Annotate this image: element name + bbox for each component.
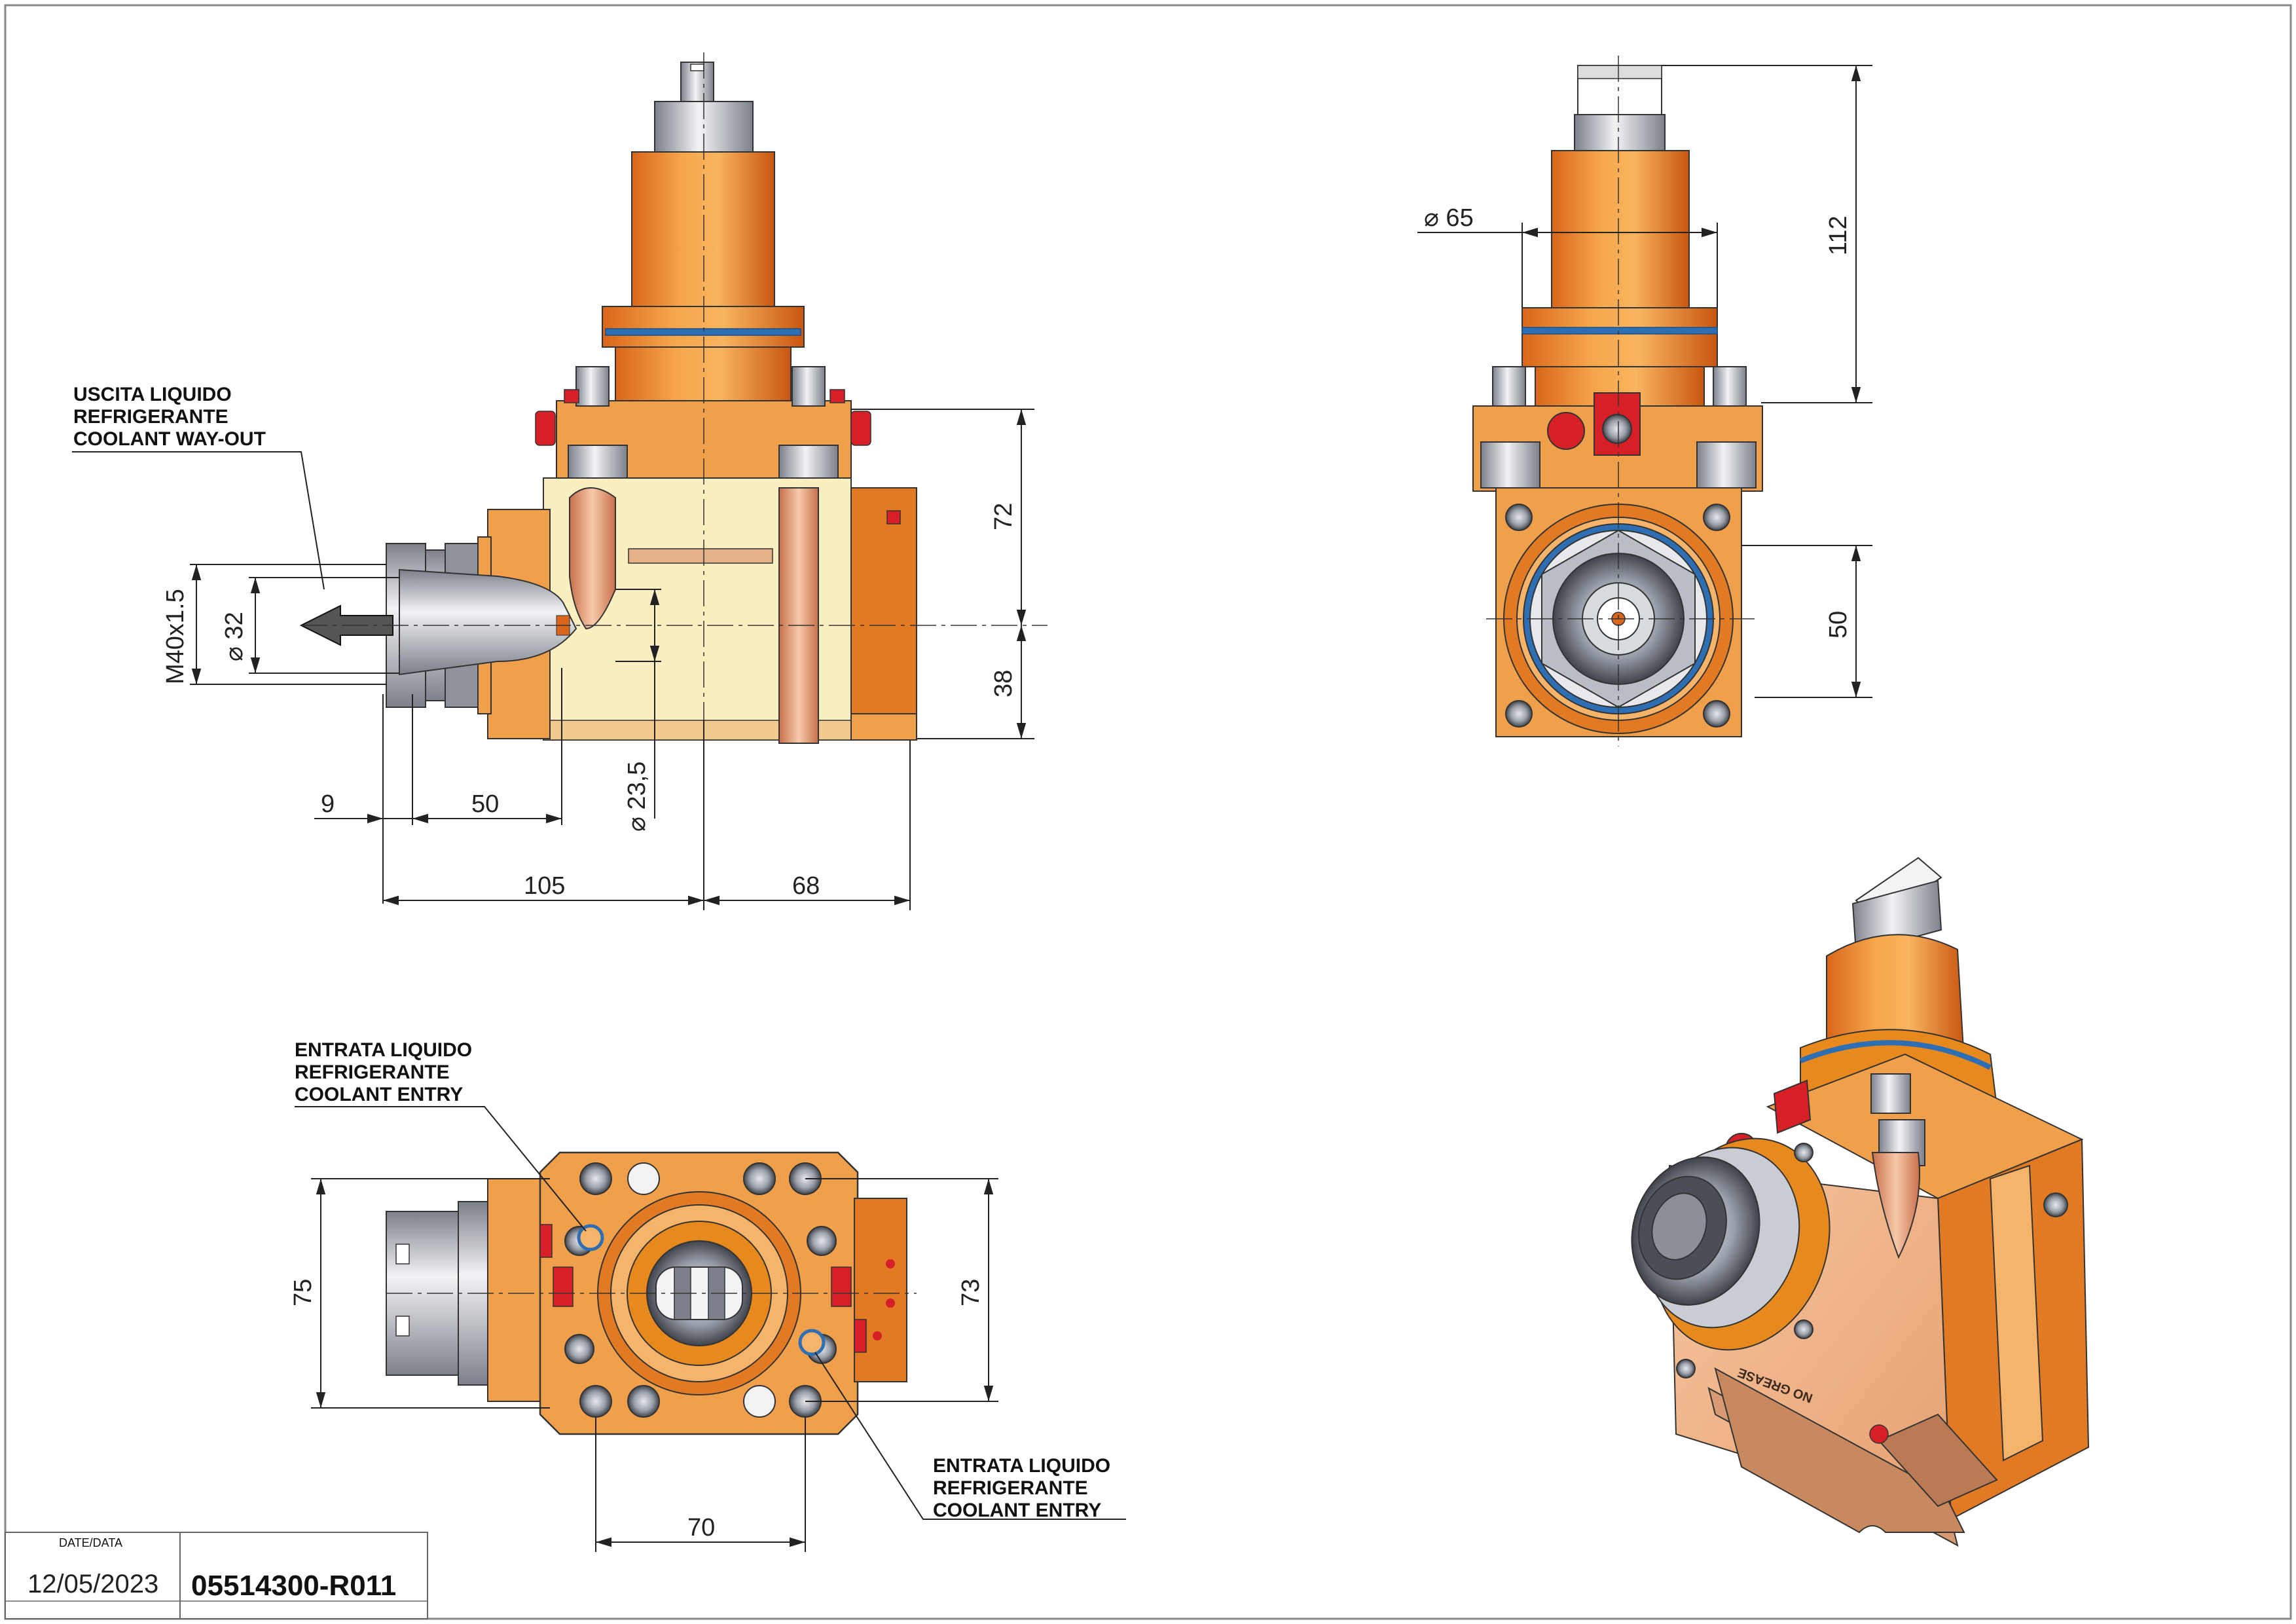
svg-text:REFRIGERANTE: REFRIGERANTE bbox=[933, 1477, 1088, 1499]
front-coolant-nozzle bbox=[569, 487, 616, 630]
note-coolant-entry-top: ENTRATA LIQUIDO REFRIGERANTE COOLANT ENT… bbox=[295, 1039, 472, 1105]
dim-thread: M40x1.5 bbox=[162, 589, 189, 684]
note-coolant-entry-bottom: ENTRATA LIQUIDO REFRIGERANTE COOLANT ENT… bbox=[933, 1455, 1110, 1521]
dim-105: 105 bbox=[524, 872, 565, 900]
svg-text:COOLANT WAY-OUT: COOLANT WAY-OUT bbox=[73, 428, 266, 450]
svg-text:ENTRATA LIQUIDO: ENTRATA LIQUIDO bbox=[933, 1455, 1110, 1477]
svg-text:COOLANT ENTRY: COOLANT ENTRY bbox=[933, 1500, 1101, 1521]
dim-dia65: ⌀ 65 bbox=[1424, 204, 1474, 232]
side-shaft-collar bbox=[1574, 114, 1666, 155]
front-red-plug-left bbox=[535, 411, 556, 446]
front-flange-lower bbox=[615, 346, 792, 405]
dim-dia235: ⌀ 23,5 bbox=[623, 762, 651, 832]
top-coolant-port-1 bbox=[577, 1224, 604, 1251]
top-bolts bbox=[564, 1162, 837, 1418]
side-flange bbox=[1522, 307, 1718, 367]
title-drawing-code: 05514300-R011 bbox=[191, 1570, 396, 1602]
dim-112: 112 bbox=[1825, 215, 1852, 255]
svg-text:USCITA LIQUIDO: USCITA LIQUIDO bbox=[73, 384, 232, 405]
front-collet bbox=[399, 568, 577, 676]
title-date: 12/05/2023 bbox=[27, 1570, 158, 1598]
dim-72: 72 bbox=[990, 503, 1017, 530]
dim-38: 38 bbox=[990, 670, 1017, 697]
title-block bbox=[5, 1532, 428, 1619]
front-view-dimensions bbox=[72, 409, 1034, 910]
front-coolant-tube bbox=[778, 487, 819, 744]
front-flange bbox=[602, 306, 805, 348]
dim-dia32: ⌀ 32 bbox=[221, 612, 248, 661]
dim-68: 68 bbox=[792, 872, 820, 900]
top-red-plug-1 bbox=[539, 1224, 553, 1258]
note-coolant-out: USCITA LIQUIDO REFRIGERANTE COOLANT WAY-… bbox=[73, 384, 266, 450]
sheet-border bbox=[4, 4, 2292, 1620]
dim-73: 73 bbox=[957, 1279, 985, 1306]
svg-text:ENTRATA LIQUIDO: ENTRATA LIQUIDO bbox=[295, 1039, 472, 1061]
front-view bbox=[299, 52, 1048, 904]
svg-text:REFRIGERANTE: REFRIGERANTE bbox=[295, 1061, 450, 1083]
side-view bbox=[1472, 56, 1763, 747]
top-view bbox=[386, 1151, 917, 1435]
top-coolant-port-2 bbox=[798, 1329, 826, 1356]
isometric-view: NO GREASE bbox=[1631, 857, 2090, 1547]
svg-text:REFRIGERANTE: REFRIGERANTE bbox=[73, 406, 228, 428]
front-red-plug-right bbox=[850, 411, 871, 446]
dim-50-side: 50 bbox=[1825, 611, 1852, 638]
side-red-plug bbox=[1547, 412, 1585, 450]
front-shaft-housing bbox=[631, 151, 775, 310]
top-view-dimensions bbox=[295, 1106, 1126, 1552]
svg-text:COOLANT ENTRY: COOLANT ENTRY bbox=[295, 1084, 463, 1105]
title-date-label: DATE/DATA bbox=[59, 1536, 122, 1549]
dim-70: 70 bbox=[687, 1514, 715, 1541]
side-shaft-housing bbox=[1551, 150, 1690, 312]
dim-9: 9 bbox=[321, 790, 335, 818]
dim-75: 75 bbox=[289, 1279, 317, 1306]
side-view-dimensions bbox=[1417, 65, 1872, 698]
front-right-block bbox=[850, 487, 917, 714]
dim-50-front: 50 bbox=[471, 790, 499, 818]
